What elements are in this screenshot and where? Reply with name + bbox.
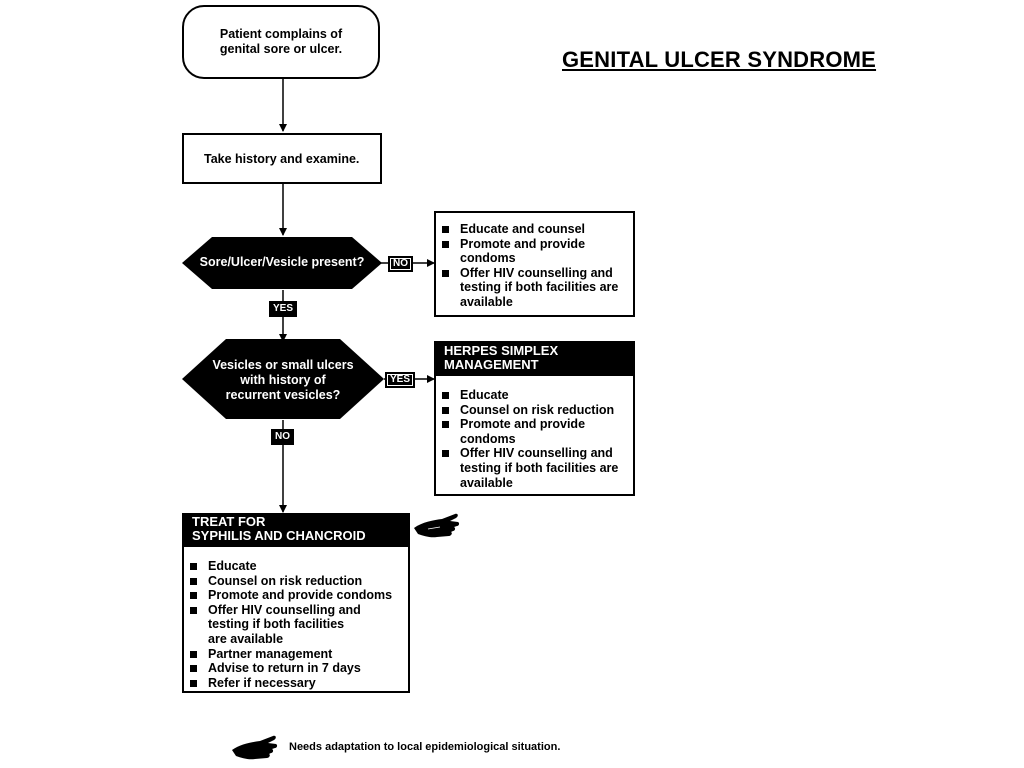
decision1-yes-tag: YES xyxy=(269,301,298,317)
list-item: Educate xyxy=(436,388,633,403)
footnote-hand-icon xyxy=(232,735,278,760)
treat-list: Educate Counsel on risk reduction Promot… xyxy=(184,559,408,690)
herpes-management-box: HERPES SIMPLEX MANAGEMENT Educate Counse… xyxy=(434,341,635,496)
list-item: Offer HIV counselling and testing if bot… xyxy=(184,603,408,647)
start-line-2: genital sore or ulcer. xyxy=(219,42,343,56)
treat-syphilis-chancroid-box: TREAT FOR SYPHILIS AND CHANCROID Educate… xyxy=(182,513,410,693)
decision1-label: Sore/Ulcer/Vesicle present? xyxy=(199,255,365,269)
decision1-shape xyxy=(182,237,382,289)
list-item: Counsel on risk reduction xyxy=(184,574,408,589)
list-item: Educate and counsel xyxy=(436,222,633,237)
list-item: Promote and provide condoms xyxy=(184,588,408,603)
herpes-header-line-2: MANAGEMENT xyxy=(444,357,539,372)
history-label: Take history and examine. xyxy=(204,151,360,166)
decision2-label: Vesicles or small ulcers with history of… xyxy=(202,358,364,403)
list-item: Counsel on risk reduction xyxy=(436,403,633,418)
list-item: Promote and provide condoms xyxy=(436,237,633,266)
treat-header-line-2: SYPHILIS AND CHANCROID xyxy=(192,528,366,543)
pointing-hand-icon xyxy=(414,513,460,538)
list-item: Educate xyxy=(184,559,408,574)
page-title: GENITAL ULCER SYNDROME xyxy=(562,47,877,72)
decision2-line-1: Vesicles or small ulcers xyxy=(212,358,354,372)
treat-header-line-1: TREAT FOR xyxy=(192,514,266,529)
list-item: Advise to return in 7 days xyxy=(184,661,408,676)
decision2-yes-tag: YES xyxy=(385,372,416,388)
treat-header: TREAT FOR SYPHILIS AND CHANCROID xyxy=(182,513,410,547)
list-item: Partner management xyxy=(184,647,408,662)
list-item: Refer if necessary xyxy=(184,676,408,691)
no-action-box: Educate and counsel Promote and provide … xyxy=(434,211,635,317)
decision2-shape xyxy=(182,339,384,419)
herpes-list: Educate Counsel on risk reduction Promot… xyxy=(436,388,633,490)
herpes-header-line-1: HERPES SIMPLEX xyxy=(444,343,559,358)
list-item: Offer HIV counselling and testing if bot… xyxy=(436,446,633,490)
decision2-line-2: with history of xyxy=(240,373,326,387)
start-line-1: Patient complains of xyxy=(219,27,343,41)
list-item: Offer HIV counselling and testing if bot… xyxy=(436,266,633,310)
decision2-line-3: recurrent vesicles? xyxy=(225,388,341,402)
footnote-text: Needs adaptation to local epidemiologica… xyxy=(289,741,561,753)
start-node: Patient complains of genital sore or ulc… xyxy=(182,5,380,79)
history-node: Take history and examine. xyxy=(182,133,382,184)
decision2-no-tag: NO xyxy=(271,429,294,445)
decision1-no-tag: NO xyxy=(388,256,413,272)
list-item: Promote and provide condoms xyxy=(436,417,633,446)
no-action-list: Educate and counsel Promote and provide … xyxy=(436,222,633,310)
herpes-header: HERPES SIMPLEX MANAGEMENT xyxy=(434,341,635,376)
